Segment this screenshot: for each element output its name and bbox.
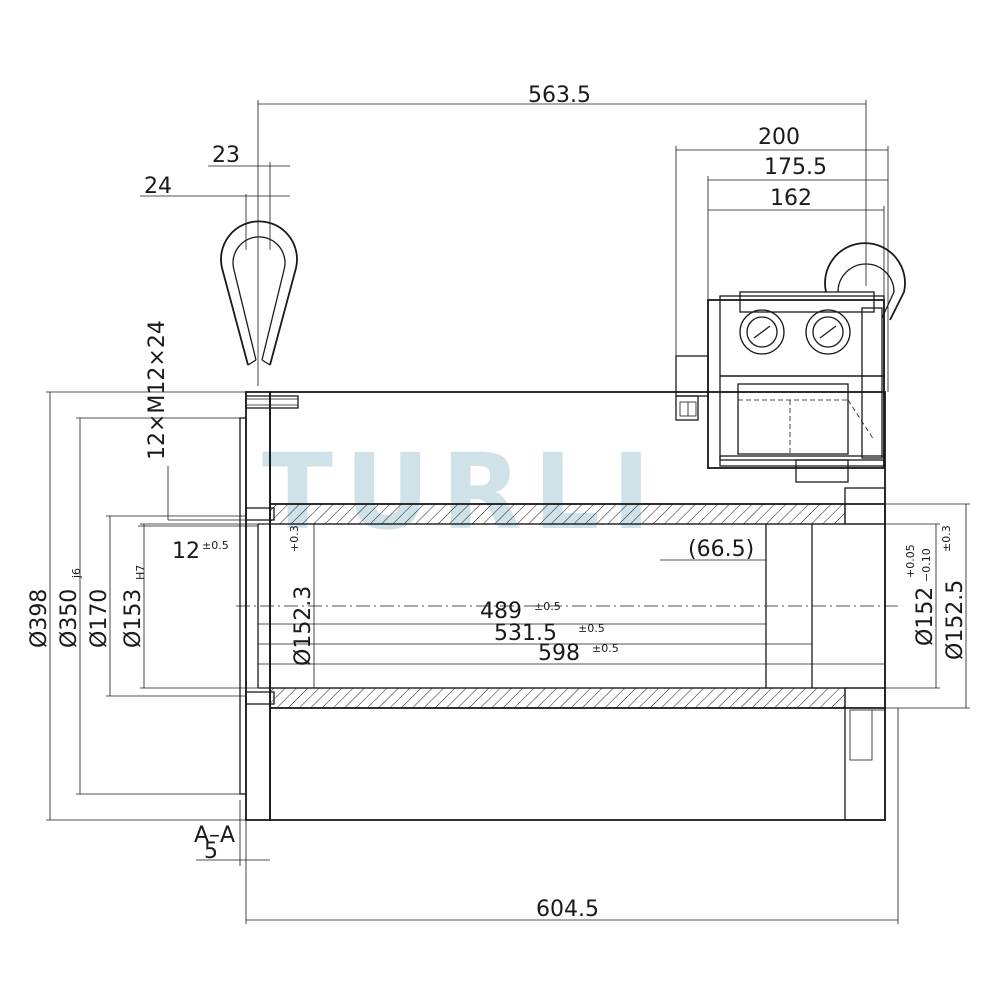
dim-598-tol: ±0.5: [592, 642, 619, 655]
dim-23: 23: [212, 143, 240, 168]
dimension-lines: [46, 100, 970, 924]
terminal-box: [675, 291, 885, 483]
dim-12-tol: ±0.5: [202, 539, 229, 552]
dim-152-tol-dn: −0.10: [920, 548, 933, 582]
dim-66-5: (66.5): [688, 537, 754, 562]
dim-489-tol: ±0.5: [534, 600, 561, 613]
dim-531-5: 531.5: [494, 621, 557, 646]
dim-152-3-tol: +0.3: [288, 525, 301, 552]
dim-531-5-tol: ±0.5: [578, 622, 605, 635]
watermark: TURLI: [262, 431, 662, 553]
dim-489: 489: [480, 599, 522, 624]
section-label: A–A: [194, 823, 235, 848]
dim-170: Ø170: [87, 589, 112, 648]
dim-162: 162: [770, 186, 812, 211]
dim-350: Ø350: [57, 589, 82, 648]
dim-24: 24: [144, 174, 172, 199]
dim-152: Ø152: [913, 587, 938, 646]
dim-175-5: 175.5: [764, 155, 827, 180]
lifting-eye-right: [824, 242, 906, 321]
dim-200: 200: [758, 125, 800, 150]
dim-604-5: 604.5: [536, 897, 599, 922]
dim-563-5: 563.5: [528, 83, 591, 108]
thread-holes-label: 12×M12×24: [145, 320, 170, 460]
dim-152-5: Ø152.5: [943, 580, 968, 660]
sleeve-wall-bottom: [269, 687, 846, 709]
dim-398: Ø398: [27, 589, 52, 648]
dim-152-5-tol: ±0.3: [940, 525, 953, 552]
dim-152-3: Ø152.3: [291, 586, 316, 666]
lifting-eye-left: [220, 220, 298, 366]
dim-152-tol-up: +0.05: [904, 544, 917, 578]
dim-153-fit: H7: [134, 565, 147, 580]
dim-598: 598: [538, 641, 580, 666]
dim-5: 5: [204, 839, 218, 864]
dim-350-fit: j6: [70, 568, 83, 579]
dim-12: 12: [172, 539, 200, 564]
sleeve-wall-top: [269, 503, 846, 525]
dim-153: Ø153: [121, 589, 146, 648]
thread-holes: [245, 395, 299, 705]
